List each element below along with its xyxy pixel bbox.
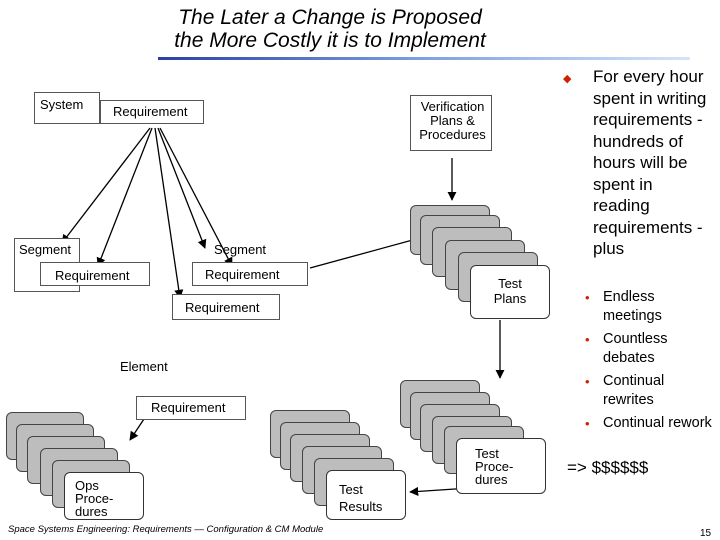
sub-bullet-3: • Continual rewrites	[585, 372, 713, 410]
test-proc-line-2: Proce-	[475, 459, 514, 474]
arrow-segment-to-test-plans	[309, 235, 421, 269]
dot-bullet-icon: •	[585, 332, 590, 347]
test-plans-line-1: Test	[498, 276, 522, 291]
sub-bullet-1-text: Endless meetings	[603, 289, 662, 324]
verification-line-2: Plans &	[430, 113, 475, 128]
ops-procedures-card: Ops Proce- dures	[64, 472, 144, 520]
dot-bullet-icon: •	[585, 374, 590, 389]
segment-left-requirement-box: Requirement	[40, 262, 150, 286]
footer-text: Space Systems Engineering: Requirements …	[8, 524, 324, 535]
element-requirement-box: Requirement	[136, 396, 246, 420]
mid-requirement-box: Requirement	[172, 294, 280, 320]
sub-bullet-3-text: Continual rewrites	[603, 373, 665, 408]
test-procedures-card: Test Proce- dures	[456, 438, 546, 494]
element-requirement-label: Requirement	[151, 400, 226, 415]
sub-bullet-4: • Continual rework	[585, 414, 713, 433]
test-plans-line-2: Plans	[493, 291, 527, 306]
slide-title: The Later a Change is Proposed the More …	[60, 6, 600, 52]
segment-right-requirement: Requirement	[205, 267, 280, 282]
main-bullet-text: For every hour spent in writing requirem…	[593, 67, 707, 258]
system-label-box: System	[34, 92, 100, 124]
test-results-card: Test Results	[326, 470, 406, 520]
sub-bullet-2: • Countless debates	[585, 330, 713, 368]
diamond-bullet-icon: ◆	[563, 73, 572, 85]
title-underline	[158, 57, 690, 60]
verification-line-3: Procedures	[419, 127, 486, 142]
system-requirement-label: Requirement	[113, 104, 188, 119]
ops-line-2: Proce-	[75, 491, 114, 506]
test-proc-line-3: dures	[475, 472, 508, 487]
test-results-line-2: Results	[339, 499, 383, 514]
test-plans-card: Test Plans	[470, 265, 550, 319]
arrow-req-to-req-left	[96, 127, 153, 267]
segment-left-label: Segment	[19, 242, 72, 257]
dot-bullet-icon: •	[585, 416, 590, 431]
system-requirement-box: Requirement	[100, 100, 204, 124]
arrow-req-to-segment-right	[157, 127, 207, 249]
page-number: 15	[700, 528, 712, 539]
mid-requirement-label: Requirement	[185, 300, 260, 315]
ops-line-3: dures	[75, 504, 108, 519]
test-results-line-1: Test	[339, 482, 363, 497]
segment-left-requirement: Requirement	[55, 268, 130, 283]
segment-right-label: Segment	[214, 242, 267, 257]
verification-box: Verification Plans & Procedures	[410, 95, 492, 151]
segment-right-requirement-box: Requirement	[192, 262, 308, 286]
arrow-req-to-req-right	[159, 127, 233, 267]
element-label: Element	[120, 359, 168, 374]
test-proc-line-1: Test	[475, 446, 499, 461]
system-label: System	[40, 97, 84, 112]
sub-bullet-2-text: Countless debates	[603, 331, 668, 366]
verification-line-1: Verification	[420, 99, 485, 114]
cost-result: => $$$$$$	[567, 458, 649, 477]
ops-line-1: Ops	[75, 478, 99, 493]
sub-bullet-1: • Endless meetings	[585, 288, 713, 326]
arrow-req-to-req-mid	[154, 127, 184, 299]
arrow-req-to-segment-left	[61, 127, 151, 244]
title-line-1: The Later a Change is Proposed	[178, 6, 482, 29]
title-line-2: the More Costly it is to Implement	[174, 29, 486, 52]
sub-bullet-4-text: Continual rework	[603, 415, 712, 431]
dot-bullet-icon: •	[585, 290, 590, 305]
